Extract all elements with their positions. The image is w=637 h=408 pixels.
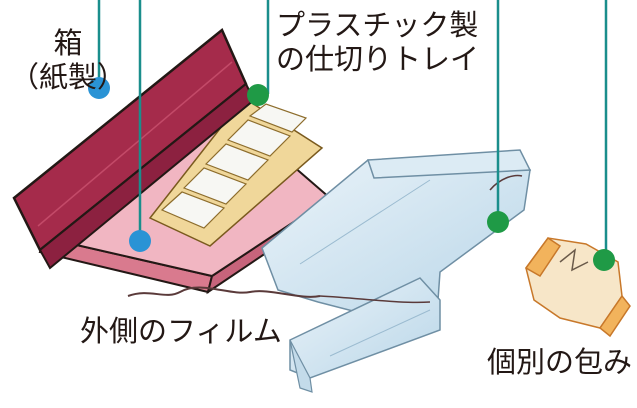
marker-film xyxy=(487,211,509,233)
label-box-line1: 箱 xyxy=(53,26,83,60)
label-outer-film: 外側のフィルム xyxy=(80,314,282,348)
label-plastic-tray: プラスチック製 の仕切りトレイ xyxy=(276,8,479,76)
leader-lines xyxy=(97,0,608,258)
label-paper-box: 箱 （紙製） xyxy=(10,26,126,94)
label-individual-wrapper: 個別の包み xyxy=(487,345,633,379)
marker-box-inside xyxy=(129,230,151,252)
marker-wrapper xyxy=(593,249,615,271)
label-tray-line2: の仕切りトレイ xyxy=(276,42,480,77)
outer-film xyxy=(127,149,532,393)
label-box-line2: （紙製） xyxy=(10,60,127,95)
marker-box-lid xyxy=(88,77,110,99)
label-tray-line1: プラスチック製 xyxy=(276,8,479,42)
plastic-tray xyxy=(148,97,324,247)
marker-tray xyxy=(247,84,269,106)
individual-wrapper xyxy=(524,236,631,338)
paper-box xyxy=(12,28,332,295)
